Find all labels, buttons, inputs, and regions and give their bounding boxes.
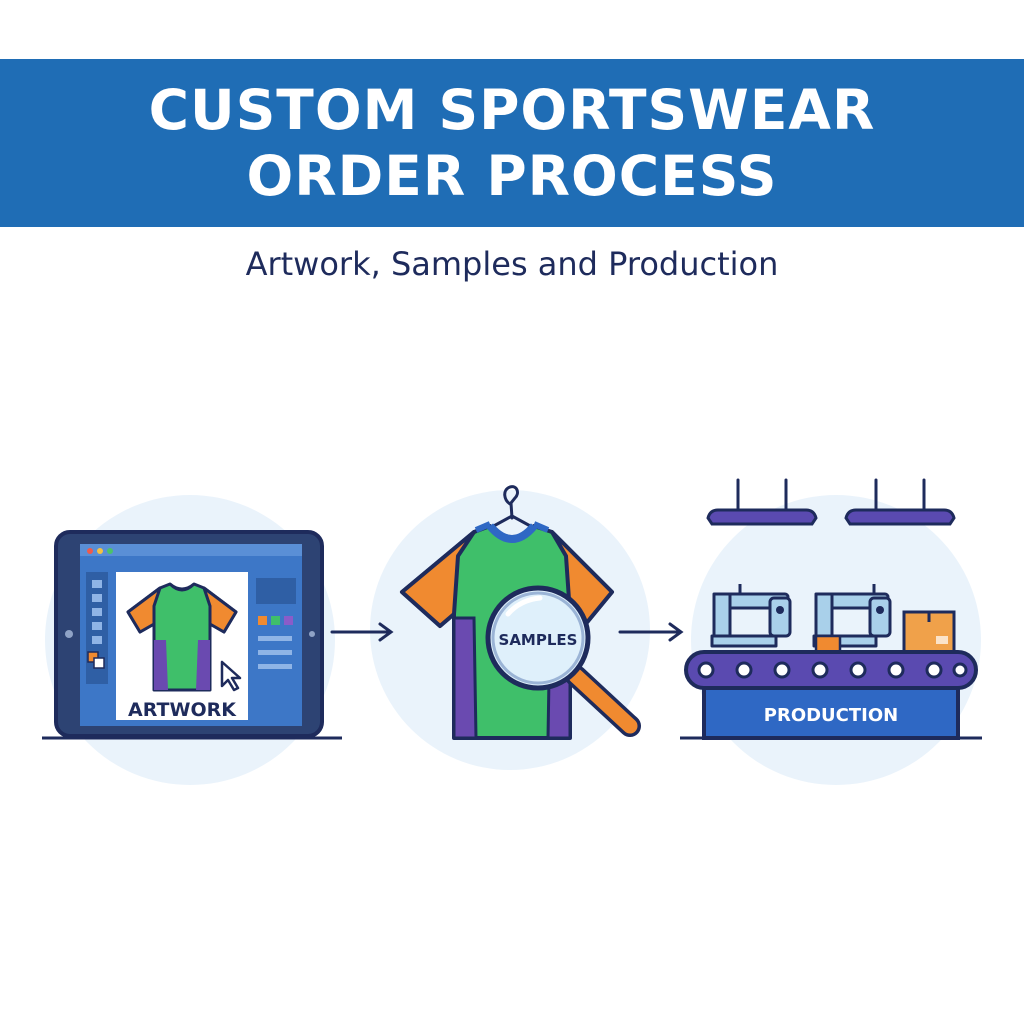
tablet-design-icon <box>42 530 342 740</box>
step-label-artwork: ARTWORK <box>128 699 237 721</box>
subtitle: Artwork, Samples and Production <box>245 245 779 283</box>
step-label-production: PRODUCTION <box>764 705 898 726</box>
factory-conveyor-icon <box>680 478 982 740</box>
step-label-samples: SAMPLES <box>499 631 578 649</box>
title-banner: CUSTOM SPORTSWEAR ORDER PROCESS <box>0 59 1024 227</box>
arrow-right-icon <box>330 622 394 642</box>
magnifier-shirt-icon <box>400 485 641 740</box>
title-line-2: ORDER PROCESS <box>246 144 778 208</box>
arrow-right-icon <box>618 622 684 642</box>
title-line-1: CUSTOM SPORTSWEAR <box>148 78 876 142</box>
